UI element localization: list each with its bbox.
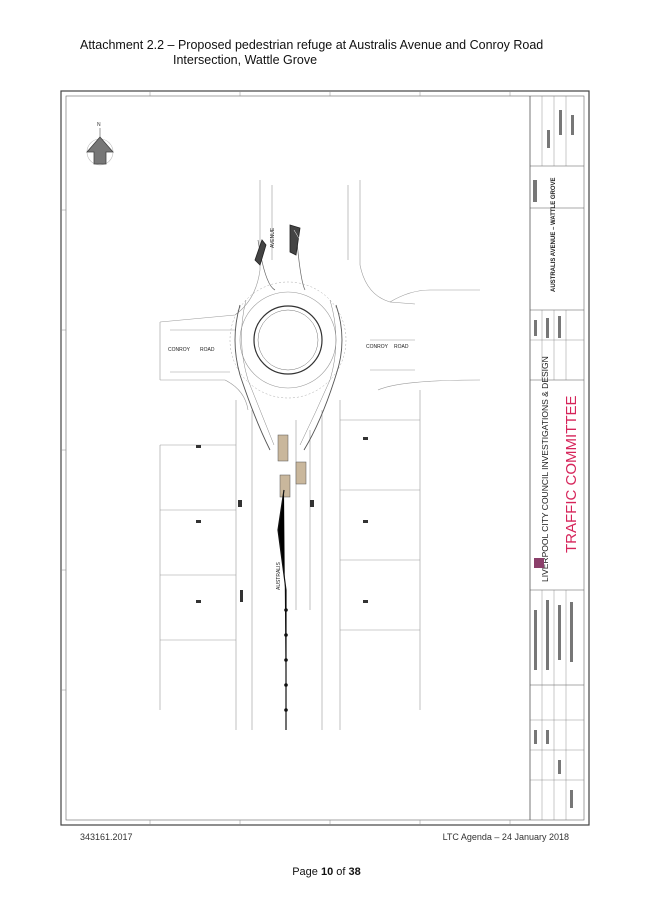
heading-line-1: Attachment 2.2 – Proposed pedestrian ref… [80, 38, 544, 52]
page-total: 38 [348, 866, 361, 878]
label-conroy-left-1: CONROY [168, 347, 191, 353]
property-markers [196, 437, 368, 603]
roundabout [229, 229, 347, 451]
north-islands [254, 224, 301, 266]
north-arrow: N [86, 122, 114, 166]
label-australis: AUSTRALIS [276, 562, 282, 590]
border-ticks [61, 91, 511, 825]
title-block: AUSTRALIS AVENUE – WATTLE GROVE LIVERPOO… [529, 96, 584, 820]
page-mid: of [333, 866, 349, 878]
heading-line-2: Intersection, Wattle Grove [173, 53, 318, 67]
page-number: Page 10 of 38 [0, 866, 653, 878]
label-conroy-right-2: ROAD [394, 344, 409, 350]
project-title: AUSTRALIS AVENUE – WATTLE GROVE [551, 177, 557, 292]
attachment-heading: Attachment 2.2 – Proposed pedestrian ref… [80, 38, 600, 68]
road-labels: AVENUE CONROY ROAD CONROY ROAD AUSTRALIS [168, 227, 409, 590]
council-logo [534, 558, 544, 568]
pedestrian-refuge [277, 434, 307, 498]
traffic-committee-stamp: TRAFFIC COMMITTEE [563, 396, 580, 554]
page-prefix: Page [292, 866, 321, 878]
engineering-drawing: AUSTRALIS AVENUE – WATTLE GROVE LIVERPOO… [60, 90, 590, 826]
drawing-border [60, 90, 590, 826]
document-number: 343161.2017 [80, 832, 133, 842]
road-layout [159, 180, 481, 730]
page-current: 10 [320, 866, 334, 878]
north-label: N [97, 122, 101, 128]
label-conroy-left-2: ROAD [200, 347, 215, 353]
label-avenue: AVENUE [270, 227, 276, 248]
agenda-reference: LTC Agenda – 24 January 2018 [442, 832, 569, 842]
label-conroy-right-1: CONROY [366, 344, 389, 350]
council-name: LIVERPOOL CITY COUNCIL INVESTIGATIONS & … [540, 356, 550, 582]
drawing-inner-border [65, 95, 585, 821]
centre-line [277, 489, 288, 730]
